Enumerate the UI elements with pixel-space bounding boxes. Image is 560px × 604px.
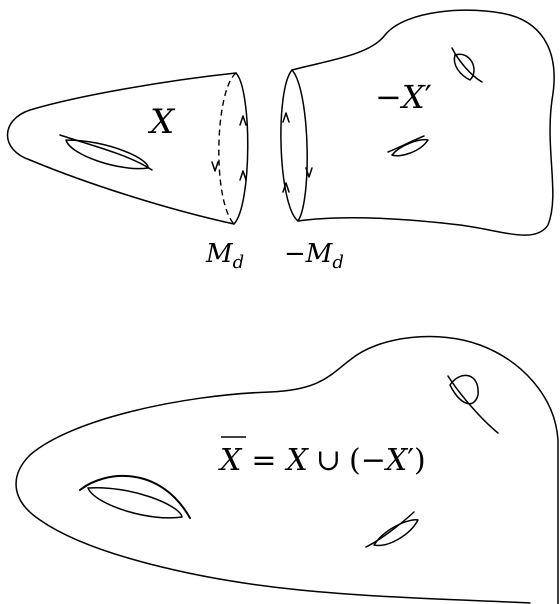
boundary-md-solid-half xyxy=(233,72,249,225)
hole-lower-middle xyxy=(387,135,429,157)
hole-bottom-right-upper xyxy=(447,374,499,434)
arrow-down-marker xyxy=(211,161,219,172)
hole-bottom-left-bottom xyxy=(87,486,183,519)
surface-x-outline xyxy=(6,72,237,225)
arrow-down-marker xyxy=(305,167,313,178)
hole-upper-right-top xyxy=(451,47,483,83)
arrow-up-marker xyxy=(239,115,247,126)
arrow-up-marker xyxy=(282,182,290,193)
label-md: Md xyxy=(205,239,244,273)
label-x-bar-union: X=X∪(−X′) xyxy=(218,436,426,478)
hole-bottom-right-upper-top xyxy=(447,375,499,434)
label-neg-md: −Md xyxy=(284,239,344,273)
hole-x-top xyxy=(59,134,153,171)
label-neg-x-prime: −X′ xyxy=(375,78,432,116)
arrow-up-marker xyxy=(282,112,290,123)
boundary-neg-md xyxy=(280,69,308,222)
hole-upper-right xyxy=(451,47,483,83)
surface-neg-x-prime: −X′ −Md xyxy=(280,9,555,273)
hole-bottom-middle xyxy=(365,511,419,548)
label-x: X xyxy=(147,102,176,142)
hole-bottom-left xyxy=(79,475,191,519)
hole-x-bottom xyxy=(65,139,149,170)
hole-upper-right-bottom xyxy=(453,53,475,81)
boundary-md-arrows xyxy=(211,115,247,181)
boundary-md-dashed-half xyxy=(218,72,237,225)
hole-lower-middle-top xyxy=(387,135,425,153)
surface-x-bar-outline xyxy=(15,335,559,604)
arrow-up-marker xyxy=(239,170,247,181)
hole-bottom-middle-top xyxy=(365,511,415,548)
union-equation: X=X∪(−X′) xyxy=(218,443,426,478)
hole-x xyxy=(59,134,153,171)
hole-bottom-right-upper-bottom xyxy=(449,374,479,405)
boundary-neg-md-arrows xyxy=(282,112,313,193)
surface-x-bar: X=X∪(−X′) xyxy=(15,335,559,604)
hole-bottom-left-top xyxy=(79,475,191,519)
hole-lower-middle-bottom xyxy=(391,138,429,157)
surface-x: X Md xyxy=(6,72,249,273)
surface-neg-x-prime-outline xyxy=(291,9,555,236)
hole-bottom-middle-bottom xyxy=(373,519,419,547)
